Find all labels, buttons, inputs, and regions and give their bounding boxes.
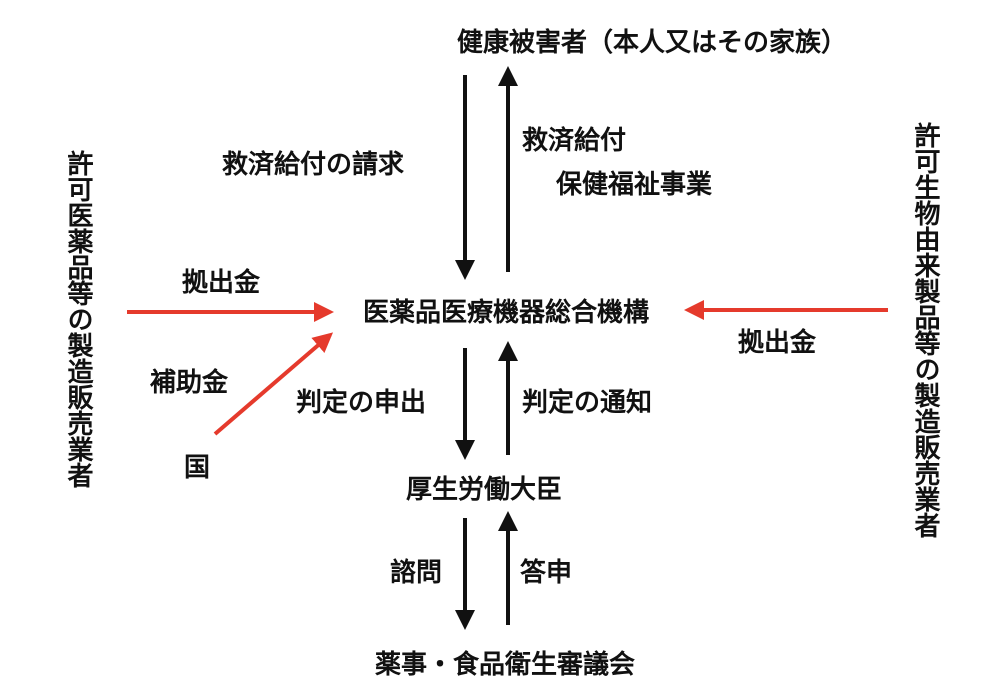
node-right-maker: 許可生物由来製品等の製造販売業者 [910,122,940,538]
label-report: 答申 [520,558,573,588]
label-claim: 救済給付の請求 [222,150,405,180]
label-benefit-line1: 救済給付 [522,126,627,156]
label-contribution-right: 拠出金 [738,328,817,358]
node-council: 薬事・食品衛生審議会 [374,650,636,680]
arrow-subsidy [213,332,334,436]
label-subsidy: 補助金 [150,368,229,398]
label-benefit-line2: 保健福祉事業 [556,170,713,200]
label-contribution-left: 拠出金 [182,268,261,298]
node-pmda: 医薬品医療機器総合機構 [362,298,650,328]
label-consult: 諮問 [390,558,443,588]
node-victim: 健康被害者（本人又はその家族） [456,28,848,58]
label-request-judgment: 判定の申出 [296,388,427,418]
label-notify-judgment: 判定の通知 [522,388,653,418]
node-state: 国 [184,453,211,483]
node-left-maker: 許可医薬品等の製造販売業者 [63,150,93,488]
node-minister: 厚生労働大臣 [405,475,563,505]
